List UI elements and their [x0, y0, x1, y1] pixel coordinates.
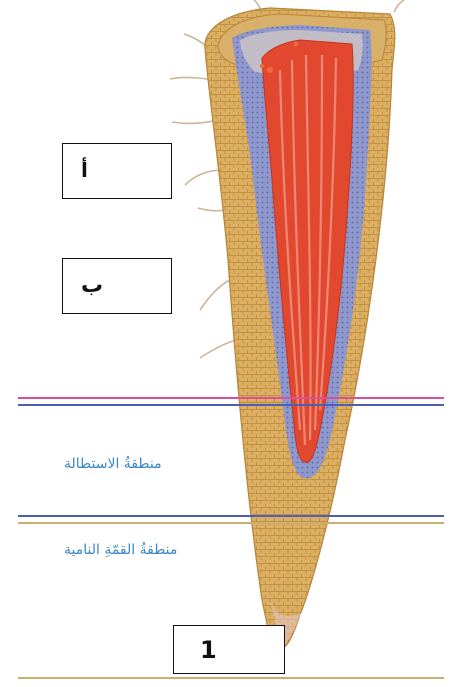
growing-tip-zone-label: منطقةُ القمّةِ النامية [64, 542, 177, 558]
label-box-b: ب [62, 258, 172, 314]
zone-line-blue-lower [18, 515, 444, 517]
zone-line-pink [18, 397, 444, 399]
elongation-zone-label: منطقةُ الاستطالة [64, 456, 162, 472]
label-box-b-text: ب [81, 273, 103, 298]
zone-line-gold-upper [18, 522, 444, 524]
zone-line-blue-upper [18, 404, 444, 406]
label-box-1-text: 1 [200, 636, 217, 664]
label-box-1: 1 [173, 625, 285, 674]
label-box-a-text: أ [81, 158, 88, 182]
zone-line-gold-bottom [18, 677, 444, 679]
label-box-a: أ [62, 143, 172, 199]
